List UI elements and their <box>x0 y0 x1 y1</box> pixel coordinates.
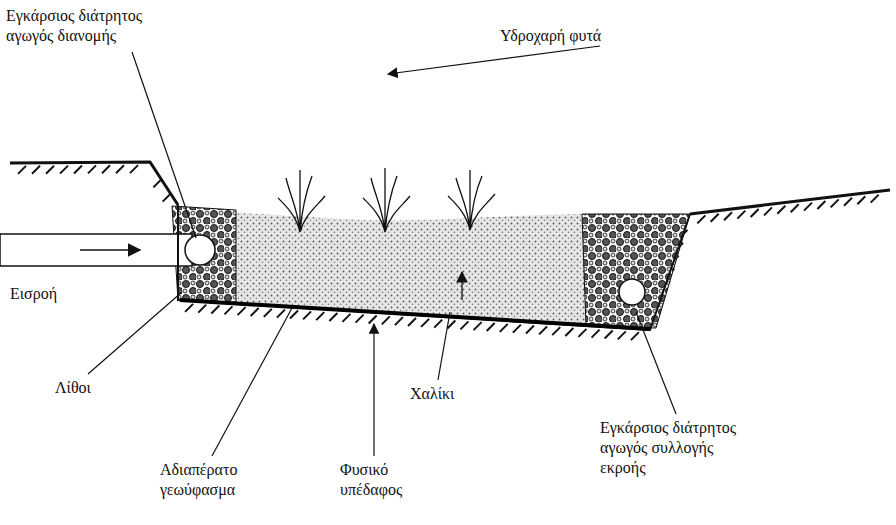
hatch-stroke <box>592 330 600 338</box>
hatch-stroke <box>46 166 54 174</box>
hatch-stroke <box>238 307 246 315</box>
hatch-stroke <box>526 326 534 334</box>
hatch-stroke <box>130 165 138 173</box>
part-label: Φυσικό υπέδαφος <box>340 460 422 500</box>
hatch-stroke <box>791 204 799 212</box>
hatch-stroke <box>277 310 285 318</box>
hatch-stroke <box>737 211 745 219</box>
hatch-stroke <box>844 198 852 206</box>
hatch-stroke <box>724 212 732 220</box>
hatch-stroke <box>421 319 429 327</box>
hatch-stroke <box>539 326 547 334</box>
leader-plants <box>388 46 600 74</box>
hatch-stroke <box>487 323 495 331</box>
hatch-stroke <box>500 324 508 332</box>
hatch-stroke <box>369 316 377 324</box>
trench-outline <box>178 205 690 330</box>
collection-pipe <box>619 279 645 305</box>
hatch-stroke <box>290 311 298 319</box>
hatch-stroke <box>102 165 110 173</box>
hatch-stroke <box>804 203 812 211</box>
flow-arrow <box>80 249 140 251</box>
upflow-arrow <box>461 272 462 300</box>
hatch-stroke <box>153 179 161 187</box>
hatch-stroke <box>871 195 879 203</box>
hatch-stroke <box>578 329 586 337</box>
hatch-stroke <box>303 311 311 319</box>
hatch-stroke <box>198 305 206 313</box>
hatch-stroke <box>329 313 337 321</box>
hatch-stroke <box>552 327 560 335</box>
part-label: Εισροή <box>10 284 57 304</box>
leader-stones <box>88 292 182 374</box>
inflow-pipe <box>0 234 192 266</box>
hatch-stroke <box>264 309 272 317</box>
hatch-stroke <box>342 314 350 322</box>
part-label: Λίθοι <box>55 378 91 398</box>
ground-surface-left <box>10 162 178 205</box>
leader-gravel <box>438 312 450 380</box>
hatch-stroke <box>434 320 442 328</box>
hatch-stroke <box>751 209 759 217</box>
part-label: Εγκάρσιος διάτρητος αγωγός διανομής <box>6 6 156 46</box>
leader-distribution <box>132 52 196 238</box>
hatch-stroke <box>631 332 639 340</box>
hatch-stroke <box>316 312 324 320</box>
hatch-stroke <box>395 317 403 325</box>
impermeable-geotextile <box>180 300 650 329</box>
hatch-stroke <box>513 325 521 333</box>
hatch-stroke <box>60 166 68 174</box>
part-label: Εγκάρσιος διάτρητος αγωγός συλλογής εκρο… <box>600 418 760 478</box>
hatch-stroke <box>18 166 26 174</box>
hatch-stroke <box>764 207 772 215</box>
stones-right <box>582 214 690 328</box>
leader-geotextile <box>212 308 292 456</box>
hatch-stroke <box>817 201 825 209</box>
part-label: Υδροχαρή φυτά <box>500 26 601 46</box>
hatch-stroke <box>408 318 416 326</box>
hatch-stroke <box>618 331 626 339</box>
hatch-stroke <box>382 316 390 324</box>
hatch-stroke <box>831 199 839 207</box>
hatch-stroke <box>88 165 96 173</box>
hatch-stroke <box>356 315 364 323</box>
leader-subsoil <box>373 324 374 456</box>
leader-lines <box>88 46 676 456</box>
ground-surface-right <box>690 190 890 214</box>
hatch-stroke <box>857 196 865 204</box>
hatch-stroke <box>116 165 124 173</box>
hatch-stroke <box>224 306 232 314</box>
hatch-stroke <box>32 166 40 174</box>
part-label: Αδιαπέρατο γεωύφασμα <box>160 460 272 500</box>
gravel-bed <box>228 212 600 326</box>
hatch-stroke <box>185 304 193 312</box>
hatch-stroke <box>697 215 705 223</box>
hatch-stroke <box>74 166 82 174</box>
hatch-stroke <box>777 206 785 214</box>
hatch-stroke <box>163 194 171 202</box>
distribution-pipe <box>185 235 215 265</box>
hatch-stroke <box>211 306 219 314</box>
hatch-stroke <box>251 308 259 316</box>
wetland-plants <box>278 168 495 232</box>
hatch-stroke <box>565 328 573 336</box>
hatch-stroke <box>474 322 482 330</box>
hatch-stroke <box>605 331 613 339</box>
part-label: Χαλίκι <box>410 384 454 404</box>
hatch-stroke <box>711 214 719 222</box>
hatch-stroke <box>460 321 468 329</box>
leader-collection <box>636 312 676 414</box>
